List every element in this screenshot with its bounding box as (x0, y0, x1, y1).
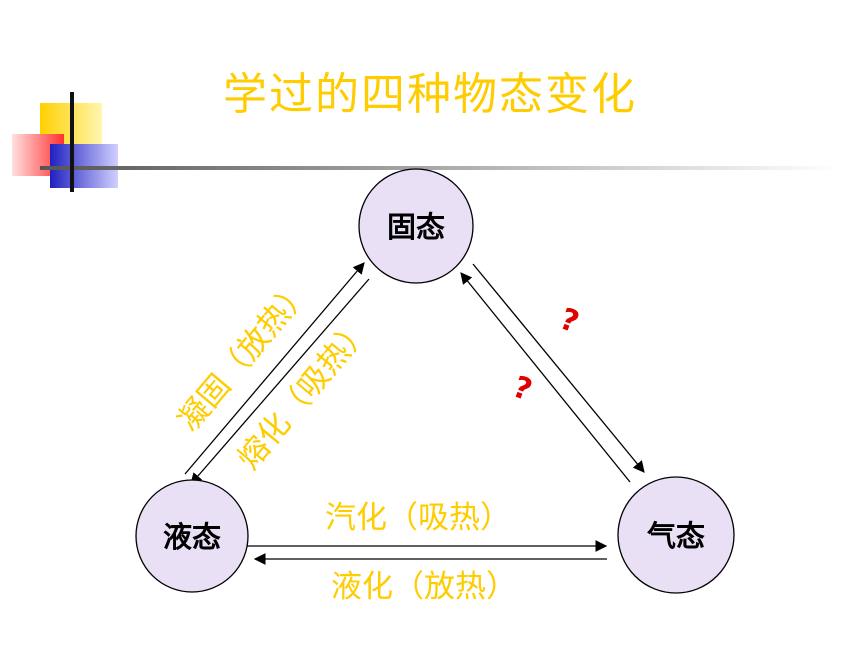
vertical-bar (70, 92, 74, 192)
node-liquid: 液态 (135, 479, 249, 593)
node-gas: 气态 (617, 476, 735, 594)
node-solid: 固态 (358, 168, 474, 284)
corner-decoration (12, 92, 840, 192)
node-gas-label: 气态 (646, 519, 705, 553)
label-liquefaction: 液化（放热） (331, 569, 517, 605)
page-title: 学过的四种物态变化 (223, 69, 637, 120)
question-mark-deposition: ? (508, 370, 536, 409)
label-vaporization: 汽化（吸热） (325, 500, 511, 536)
header-divider (40, 166, 840, 170)
arrow-solid-to-liquid (190, 278, 370, 485)
arrow-liquid-to-solid (184, 262, 365, 475)
node-solid-label: 固态 (387, 210, 445, 244)
node-liquid-label: 液态 (163, 520, 221, 554)
arrow-gas-to-solid (460, 272, 631, 483)
arrow-solid-to-gas (472, 263, 645, 473)
question-mark-sublimation: ? (555, 302, 583, 341)
